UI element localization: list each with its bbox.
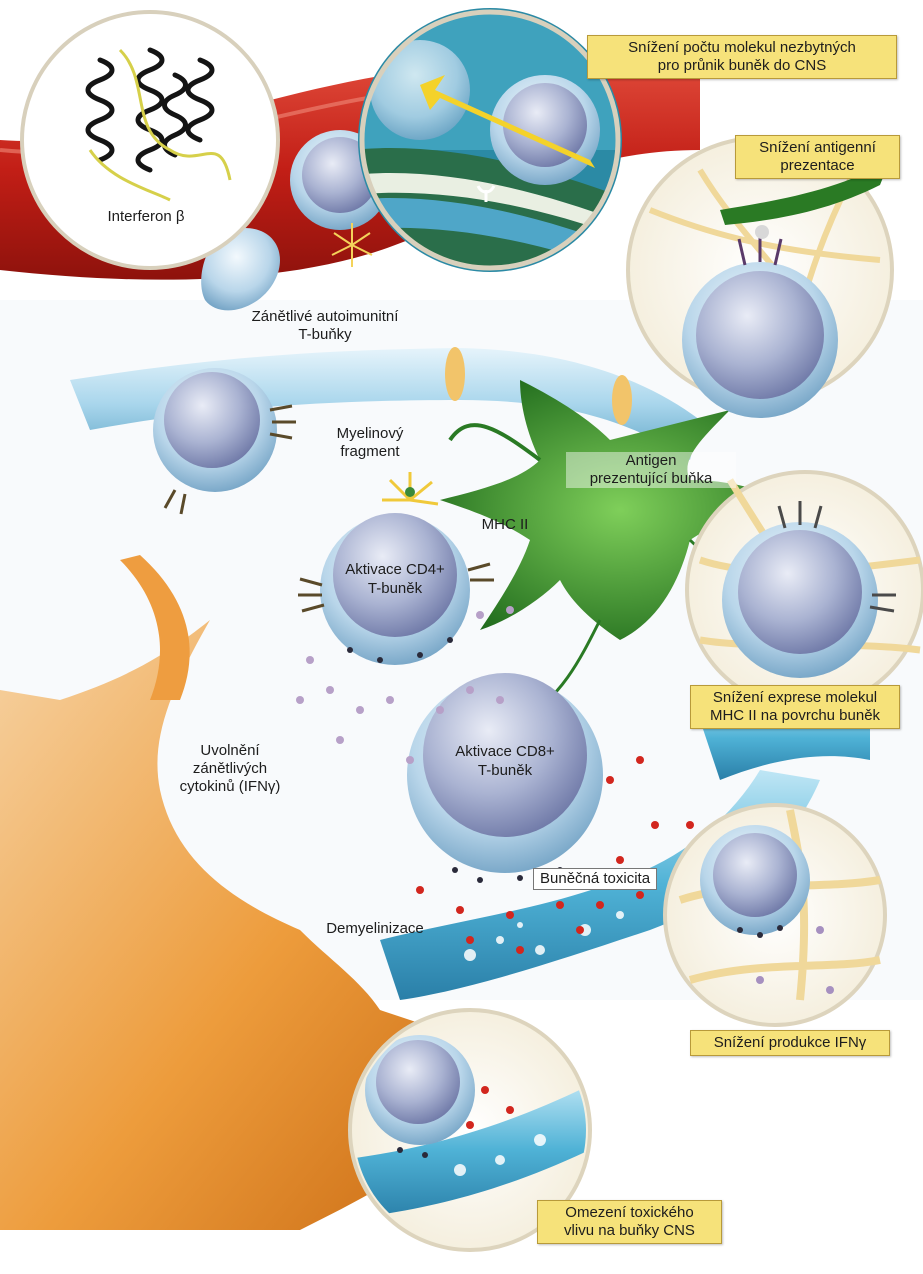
label-cytokine-release: Uvolnění zánětlivých cytokinů (IFNγ) — [165, 742, 295, 796]
label-interferon: Interferon β — [76, 208, 216, 226]
zoom-ifn-production — [665, 805, 885, 1025]
zoom-mhc-expression — [687, 472, 923, 708]
callout-mhc-expression: Snížení exprese molekul MHC II na povrch… — [690, 685, 900, 729]
callout-toxic-effect: Omezení toxického vlivu na buňky CNS — [537, 1200, 722, 1244]
callout-antigen-presentation: Snížení antigenní prezentace — [735, 135, 900, 179]
label-demyelination: Demyelinizace — [310, 920, 440, 938]
label-antigen-presenting-cell: Antigen prezentující buňka — [566, 452, 736, 488]
label-myelin-fragment: Myelinový fragment — [320, 425, 420, 461]
callout-cns-entry: Snížení počtu molekul nezbytných pro prů… — [587, 35, 897, 79]
label-cd4-activation: Aktivace CD4+ T-buněk — [330, 560, 460, 598]
label-autoimmune-t-cells: Zánětlivé autoimunitní T-buňky — [220, 308, 430, 344]
label-cd8-activation: Aktivace CD8+ T-buněk — [440, 742, 570, 780]
label-cell-toxicity: Buněčná toxicita — [533, 868, 657, 890]
callout-ifn-production: Snížení produkce IFNγ — [690, 1030, 890, 1056]
label-mhc-ii: MHC II — [470, 516, 540, 534]
zoom-interferon-structure — [22, 12, 278, 268]
